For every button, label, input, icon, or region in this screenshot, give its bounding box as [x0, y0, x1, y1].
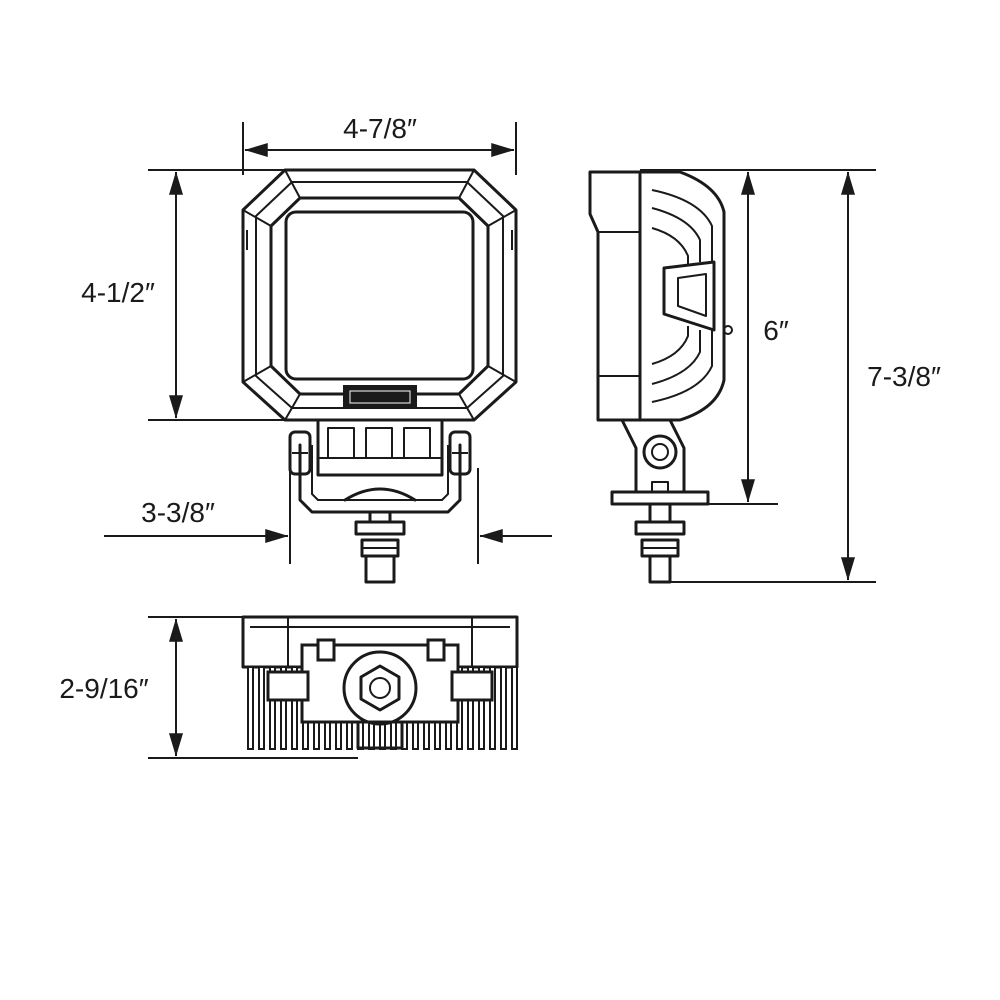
fin: [511, 666, 518, 750]
fin: [247, 666, 254, 750]
side-height-body-label: 6″: [763, 315, 789, 346]
fin: [478, 666, 485, 750]
side-height-total-label: 7-3/8″: [867, 361, 941, 392]
fin: [269, 666, 276, 750]
front-width-label: 4-7/8″: [343, 113, 417, 144]
hex-nut-icon: [359, 664, 401, 712]
fin: [467, 666, 474, 750]
fin: [280, 666, 287, 750]
bracket-width-label: 3-3/8″: [141, 497, 215, 528]
bottom-view: [241, 615, 519, 750]
side-view: [588, 170, 733, 584]
dimension-lines: [104, 122, 876, 759]
fin: [489, 666, 496, 750]
front-height-label: 4-1/2″: [81, 277, 155, 308]
front-view: [241, 168, 518, 584]
bottom-depth-label: 2-9/16″: [59, 673, 148, 704]
logo-badge: [343, 385, 417, 409]
fin: [291, 666, 298, 750]
fin: [500, 666, 507, 750]
fin: [258, 666, 265, 750]
